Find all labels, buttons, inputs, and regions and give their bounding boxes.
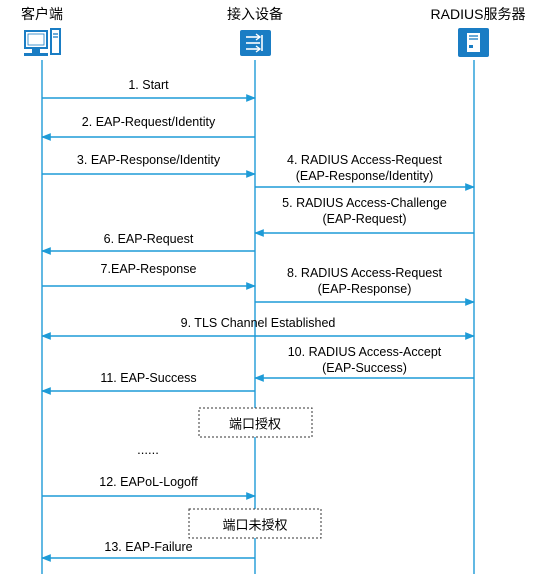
message-label-1: 1. Start: [128, 78, 169, 92]
message-label-7: 7.EAP-Response: [100, 262, 197, 276]
note-port-unauthorized: 端口未授权: [222, 517, 288, 533]
message-label-9: 9. TLS Channel Established: [180, 316, 336, 330]
device-label: 接入设备: [227, 6, 283, 22]
message-label-3: 3. EAP-Response/Identity: [76, 153, 221, 167]
server-icon: [458, 28, 489, 57]
computer-icon: [24, 28, 61, 56]
message-label-12: 12. EAPoL-Logoff: [99, 475, 198, 489]
message-label-13: 13. EAP-Failure: [104, 540, 193, 554]
note-box-port-unauthorized: [188, 508, 322, 539]
note-box-port-authorized: [198, 407, 313, 438]
message-label-6: 6. EAP-Request: [103, 232, 194, 246]
message-label-8: 8. RADIUS Access-Request(EAP-Response): [287, 266, 442, 296]
message-label-4: 4. RADIUS Access-Request(EAP-Response/Id…: [287, 153, 442, 183]
access-switch-icon: [240, 30, 271, 56]
server-label: RADIUS服务器: [430, 6, 526, 22]
message-arrows: [41, 94, 475, 562]
message-label-10: 10. RADIUS Access-Accept(EAP-Success): [287, 345, 442, 375]
client-label: 客户端: [21, 6, 63, 22]
note-port-authorized: 端口授权: [228, 416, 282, 432]
message-label-2: 2. EAP-Request/Identity: [81, 115, 216, 129]
ellipsis: ......: [137, 442, 159, 457]
message-label-11: 11. EAP-Success: [100, 371, 197, 385]
message-label-5: 5. RADIUS Access-Challenge(EAP-Request): [282, 196, 447, 226]
